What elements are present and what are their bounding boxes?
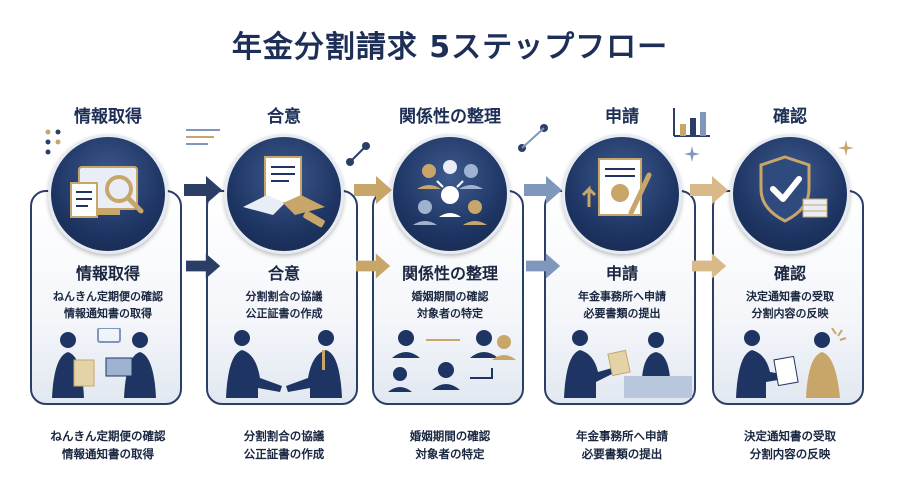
card-title: 関係性の整理 <box>401 264 498 283</box>
card-title: 合意 <box>267 264 300 283</box>
bottom-line: 対象者の特定 <box>415 447 485 461</box>
page-title: 年金分割請求 5ステップフロー <box>231 30 669 65</box>
card-line: 公正証書の作成 <box>245 307 323 320</box>
people-network-icon <box>413 160 487 225</box>
certificate-pen-icon <box>581 158 652 216</box>
bottom-line: 情報通知書の取得 <box>62 447 154 461</box>
office-counter-illustration <box>564 330 692 398</box>
flow-arrow-4-upper <box>690 176 728 204</box>
bottom-line: 必要書類の提出 <box>581 447 663 461</box>
bar-chart-icon <box>673 108 710 137</box>
step-icon-circle <box>390 134 510 254</box>
step-5: 確認 確認 決定通知書の受取 分割内容の反映 決定通知書の受取 分割内容の反映 <box>708 90 872 490</box>
flow-arrow-2-upper <box>354 176 392 204</box>
flow-arrow-3-upper <box>524 176 562 204</box>
bottom-line: 婚姻期間の確認 <box>409 429 491 443</box>
step-heading: 申請 <box>605 107 639 127</box>
card-line: 情報通知書の取得 <box>64 307 152 320</box>
step-heading: 合意 <box>267 107 301 127</box>
card-line: 分割割合の協議 <box>245 290 323 303</box>
notice-receipt-illustration <box>736 328 847 398</box>
document-search-icon <box>70 166 144 218</box>
card-title: 確認 <box>773 264 806 283</box>
bottom-line: ねんきん定期便の確認 <box>50 429 166 443</box>
node-link-decoration <box>518 124 548 152</box>
card-line: ねんきん定期便の確認 <box>53 290 163 303</box>
bottom-line: 公正証書の作成 <box>243 447 325 461</box>
flow-arrow-4-lower <box>692 253 727 279</box>
card-line: 必要書類の提出 <box>583 307 661 320</box>
card-line: 分割内容の反映 <box>751 307 829 320</box>
step-heading: 情報取得 <box>74 107 142 127</box>
step-2: 合意 合意 分割割合の協議 公正証書の作成 分割割合の協議 公正証書の作成 <box>202 90 366 490</box>
relationship-map-illustration <box>388 330 516 392</box>
card-title: 情報取得 <box>75 264 140 283</box>
bottom-line: 分割割合の協議 <box>243 429 325 443</box>
step-icon-circle <box>730 134 850 254</box>
lines-decoration <box>186 129 220 145</box>
card-line: 対象者の特定 <box>417 307 483 320</box>
step-icon-circle <box>224 134 344 254</box>
people-handshake-illustration <box>226 330 342 398</box>
bottom-line: 分割内容の反映 <box>749 447 831 461</box>
flow-arrow-1-lower <box>186 253 221 279</box>
flow-arrow-2-lower <box>356 253 391 279</box>
people-reviewing-illustration <box>52 328 156 398</box>
bottom-line: 決定通知書の受取 <box>744 429 836 443</box>
step-icon-circle <box>48 134 168 254</box>
step-3: 関係性の整理 関係性の整理 婚姻期間の確認 対象者の特定 <box>368 90 532 490</box>
card-line: 年金事務所へ申請 <box>578 290 666 303</box>
card-line: 婚姻期間の確認 <box>411 290 489 303</box>
flow-arrow-1-upper <box>184 176 222 204</box>
step-4: 申請 申請 年金事務所へ申請 必要書類の提出 年金事務所へ申請 必要書類の提出 <box>540 90 704 490</box>
bottom-line: 年金事務所へ申請 <box>576 429 668 443</box>
card-title: 申請 <box>605 264 638 283</box>
sparkle-icon <box>838 140 854 156</box>
flow-arrow-3-lower <box>526 253 561 279</box>
step-heading: 確認 <box>773 107 807 127</box>
shield-check-icon <box>759 155 828 223</box>
card-line: 決定通知書の受取 <box>746 290 834 303</box>
node-link-decoration <box>346 142 370 166</box>
handshake-icon <box>243 156 325 228</box>
sparkle-icon <box>684 146 700 162</box>
dot-grid-decoration <box>45 129 61 155</box>
step-1: 情報取得 情報取得 ねんきん定期便の確認 情報通知書の取得 ねんきん定期便の確認… <box>26 90 190 490</box>
step-heading: 関係性の整理 <box>399 107 501 127</box>
step-icon-circle <box>562 134 682 254</box>
